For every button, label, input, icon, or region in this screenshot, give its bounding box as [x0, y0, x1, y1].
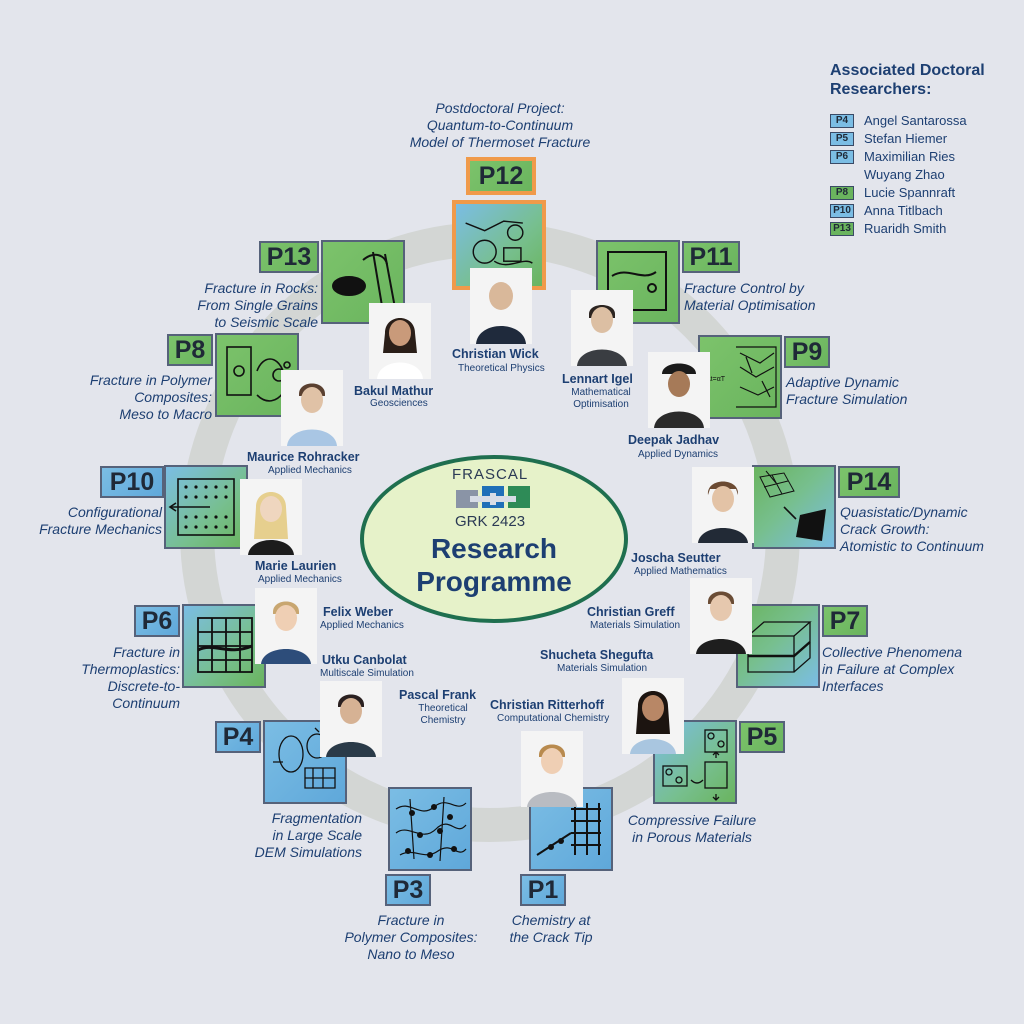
p3-tile: [388, 787, 472, 871]
role-felix-weber: Applied Mechanics: [320, 620, 404, 631]
associated-tag: P4: [830, 113, 854, 128]
p6-tile: [182, 604, 266, 688]
name-maurice-rohracker: Maurice Rohracker: [247, 450, 360, 464]
p7-label: P7: [822, 605, 868, 637]
photo-christian-ritterhoff: [521, 731, 583, 807]
name-marie-laurien: Marie Laurien: [255, 559, 337, 573]
associated-tag: P13: [830, 221, 854, 236]
role-bakul-mathur: Geosciences: [370, 398, 428, 409]
p14-tile: [752, 465, 836, 549]
p12-text: Postdoctoral Project: Quantum-to-Continu…: [409, 100, 591, 150]
photo-lennart-igel: [571, 290, 633, 366]
name-shucheta-shegufta: Shucheta Shegufta: [540, 648, 654, 662]
photo-felix-weber: [255, 588, 317, 664]
p14-text: Quasistatic/Dynamic Crack Growth: Atomis…: [840, 504, 984, 554]
p6-label: P6: [134, 605, 180, 637]
role-christian-ritterhoff: Computational Chemistry: [497, 713, 610, 724]
associated-name: Wuyang Zhao: [864, 167, 945, 182]
p5-text: Compressive Failure in Porous Materials: [627, 812, 757, 845]
name-christian-wick: Christian Wick: [452, 347, 539, 361]
associated-row: P4 Angel Santarossa: [830, 113, 967, 128]
grk-label: GRK 2423: [455, 513, 526, 530]
associated-name: Maximilian Ries: [864, 149, 956, 164]
p5-label: P5: [739, 721, 785, 753]
role-joscha-seutter: Applied Mathematics: [634, 566, 727, 577]
photo-maurice-rohracker: [281, 370, 343, 446]
role-christian-greff: Materials Simulation: [590, 620, 681, 631]
role-maurice-rohracker: Applied Mechanics: [268, 465, 352, 476]
research-label: Research: [430, 533, 558, 564]
p11-text: Fracture Control by Material Optimisatio…: [684, 280, 816, 313]
name-utku-canbolat: Utku Canbolat: [322, 653, 407, 667]
p14-label: P14: [838, 466, 900, 498]
p10-tile: [164, 465, 248, 549]
programme-label: Programme: [416, 566, 572, 597]
p4-label: P4: [215, 721, 261, 753]
p7-text: Collective Phenomena in Failure at Compl…: [822, 644, 963, 694]
p10-label: P10: [100, 466, 164, 498]
photo-marie-laurien: [240, 479, 302, 555]
p5-tile: [653, 720, 737, 804]
p4-text: Fragmentation in Large Scale DEM Simulat…: [254, 810, 362, 860]
photo-deepak-jadhav: [648, 352, 710, 428]
name-christian-ritterhoff: Christian Ritterhoff: [490, 698, 604, 712]
frascal-logo: [456, 484, 530, 514]
name-christian-greff: Christian Greff: [587, 605, 675, 619]
p6-text: Fracture in Thermoplastics: Discrete-to-…: [81, 644, 180, 711]
p3-label: P3: [385, 874, 431, 906]
associated-tag: P10: [830, 203, 854, 218]
associated-row: P10 Anna Titlbach: [830, 203, 943, 218]
p9-tile: Δt=αT: [698, 335, 782, 419]
p13-label: P13: [259, 241, 319, 273]
associated-row: P13 Ruaridh Smith: [830, 221, 946, 236]
associated-row: P6 Maximilian Ries: [830, 149, 955, 164]
photo-christian-wick: [470, 268, 532, 344]
p9-text: Adaptive Dynamic Fracture Simulation: [786, 374, 908, 407]
name-pascal-frank: Pascal Frank: [399, 688, 477, 702]
associated-title: Associated Doctoral Researchers:: [830, 62, 985, 98]
p11-label: P11: [682, 241, 740, 273]
associated-tag: P6: [830, 149, 854, 164]
p8-label: P8: [167, 334, 213, 366]
p1-label: P1: [520, 874, 566, 906]
role-shucheta-shegufta: Materials Simulation: [557, 663, 648, 674]
associated-name: Ruaridh Smith: [864, 221, 947, 236]
associated-tag: P5: [830, 131, 854, 146]
associated-row: P8 Lucie Spannraft: [830, 185, 955, 200]
p9-label: P9: [784, 336, 830, 368]
associated-row: Wuyang Zhao: [830, 167, 945, 182]
name-bakul-mathur: Bakul Mathur: [354, 384, 434, 398]
frascal-label: FRASCAL: [452, 466, 529, 483]
photo-christian-greff: [690, 578, 752, 654]
associated-row: P5 Stefan Hiemer: [830, 131, 947, 146]
center-ellipse: [360, 455, 628, 623]
p1-text: Chemistry at the Crack Tip: [509, 912, 593, 945]
photo-bakul-mathur: [369, 303, 431, 379]
associated-name: Lucie Spannraft: [864, 185, 956, 200]
role-christian-wick: Theoretical Physics: [458, 363, 545, 374]
role-marie-laurien: Applied Mechanics: [258, 574, 342, 585]
photo-shucheta-shegufta: [622, 678, 684, 754]
role-utku-canbolat: Multiscale Simulation: [320, 668, 414, 679]
associated-tag: P8: [830, 185, 854, 200]
name-felix-weber: Felix Weber: [323, 605, 393, 619]
p12-label: P12: [466, 157, 536, 195]
name-lennart-igel: Lennart Igel: [562, 372, 633, 386]
svg-text:Δt=αT: Δt=αT: [706, 376, 726, 383]
p8-text: Fracture in Polymer Composites: Meso to …: [89, 372, 212, 422]
role-deepak-jadhav: Applied Dynamics: [638, 449, 719, 460]
associated-name: Angel Santarossa: [864, 113, 967, 128]
name-joscha-seutter: Joscha Seutter: [631, 551, 721, 565]
photo-utku-canbolat: [320, 681, 382, 757]
p3-text: Fracture in Polymer Composites: Nano to …: [344, 912, 478, 962]
role-lennart-igel: Mathematical Optimisation: [571, 387, 631, 410]
role-pascal-frank: Theoretical Chemistry: [418, 703, 468, 726]
photo-joscha-seutter: [692, 467, 754, 543]
associated-name: Stefan Hiemer: [864, 131, 948, 146]
p10-text: Configurational Fracture Mechanics: [39, 504, 162, 537]
name-deepak-jadhav: Deepak Jadhav: [628, 433, 720, 447]
associated-name: Anna Titlbach: [864, 203, 943, 218]
p13-text: Fracture in Rocks: From Single Grains to…: [197, 280, 318, 330]
